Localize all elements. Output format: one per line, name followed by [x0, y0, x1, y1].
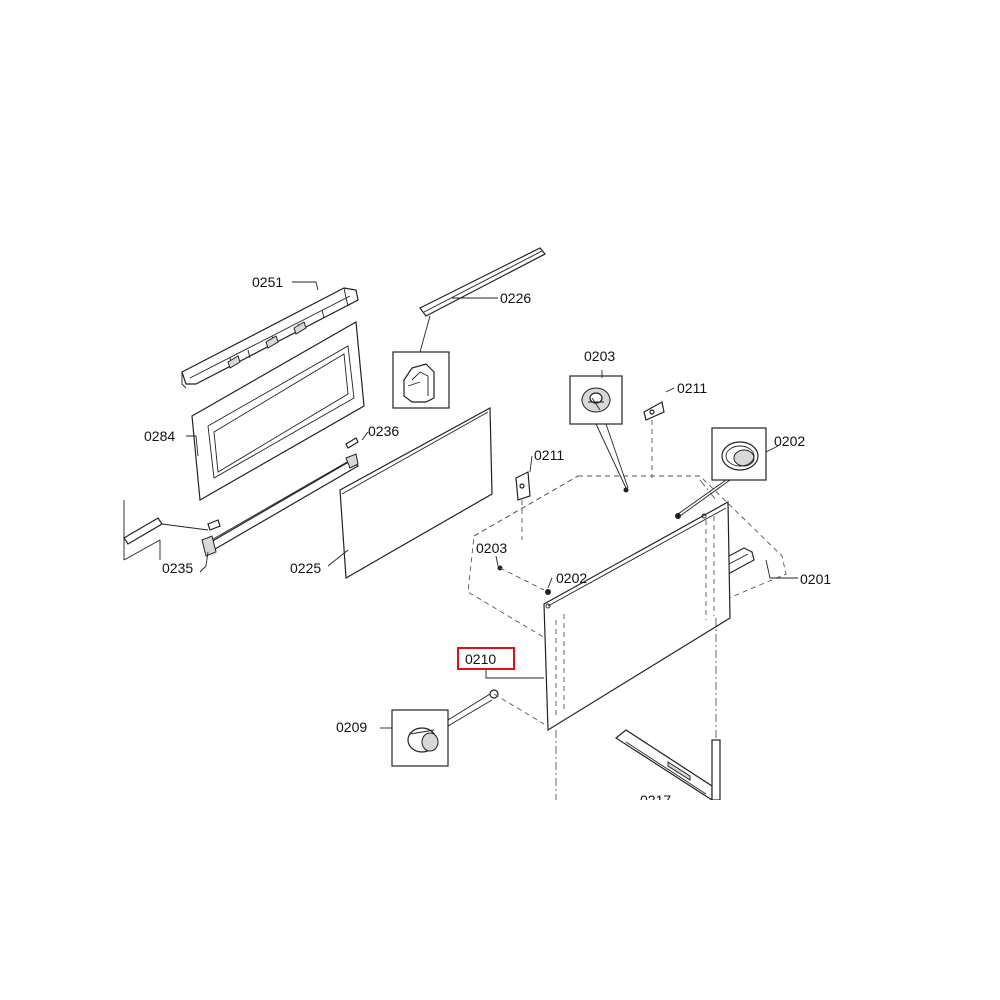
label-0211-right: 0211 — [677, 380, 707, 396]
label-0235: 0235 — [162, 560, 193, 576]
label-0202-mid: 0202 — [556, 570, 587, 586]
leader-0211-right — [665, 387, 675, 393]
label-0225: 0225 — [290, 560, 321, 576]
part-0251-bracket[interactable] — [181, 287, 359, 389]
part-0209-knob-inset — [391, 709, 449, 767]
part-0226-strip[interactable] — [419, 247, 546, 317]
part-0226-detail-box — [392, 351, 450, 409]
leader-0236 — [361, 431, 369, 441]
leader-0211-left — [529, 455, 533, 473]
leader-0251 — [292, 281, 319, 291]
leader-0203-left — [495, 555, 499, 567]
part-0225-glass[interactable] — [339, 407, 493, 579]
leader-0235 — [161, 523, 209, 531]
label-0203-top: 0203 — [584, 348, 615, 364]
label-0236: 0236 — [368, 423, 399, 439]
part-0203-top-inset — [569, 375, 623, 425]
part-0236-clip[interactable] — [345, 437, 359, 449]
label-0202-top: 0202 — [774, 433, 805, 449]
leader-0202-mid — [547, 577, 553, 589]
clip-mask — [600, 800, 740, 830]
label-0209: 0209 — [336, 719, 367, 735]
label-0201: 0201 — [800, 571, 831, 587]
leader-0284 — [186, 435, 199, 457]
part-0202-top-inset — [711, 427, 767, 481]
part-0235-clip — [207, 519, 221, 531]
highlight-box-0210 — [457, 647, 515, 670]
leader-0202-top — [765, 445, 779, 453]
part-0284-frame[interactable] — [191, 321, 365, 501]
label-0226: 0226 — [500, 290, 531, 306]
leader-0201 — [765, 559, 798, 579]
label-0284: 0284 — [144, 428, 175, 444]
part-0211-right[interactable] — [643, 401, 665, 421]
label-0251: 0251 — [252, 274, 283, 290]
label-0203-left: 0203 — [476, 540, 507, 556]
label-0210[interactable]: 0210 — [465, 651, 496, 667]
part-0235-side-strip — [123, 500, 163, 561]
part-0210-panel[interactable] — [543, 500, 731, 732]
part-0235-bar[interactable] — [201, 453, 359, 557]
part-0211-left[interactable] — [515, 471, 531, 501]
part-0217-hinge[interactable] — [614, 729, 721, 802]
label-0211-left: 0211 — [534, 447, 564, 463]
leader-0225 — [327, 549, 349, 567]
